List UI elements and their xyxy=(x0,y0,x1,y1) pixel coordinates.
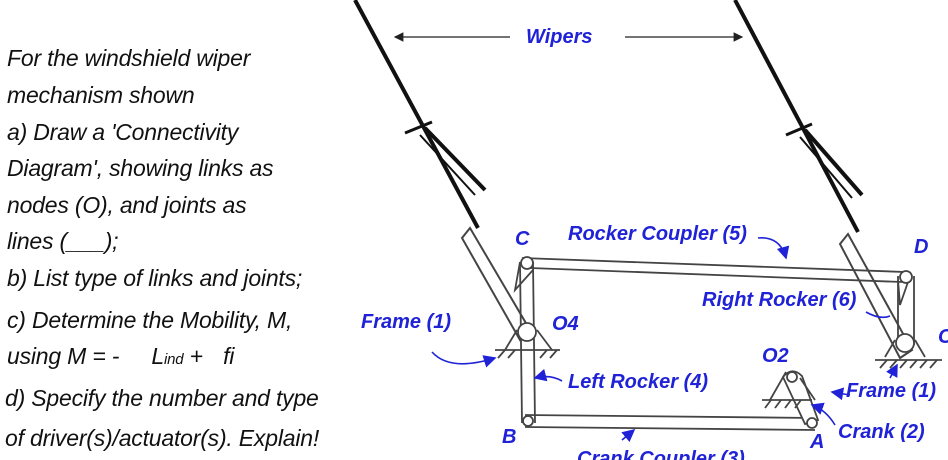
formula-fi: fi xyxy=(223,343,235,369)
label-a: A xyxy=(809,431,824,453)
left-wiper xyxy=(353,0,532,342)
label-left-rocker: Left Rocker (4) xyxy=(568,371,708,393)
question-line: c) Determine the Mobility, M, xyxy=(7,307,293,333)
formula-l-sub: ind xyxy=(164,351,184,368)
label-frame-right: Frame (1) xyxy=(846,380,936,402)
question-line: Diagram', showing links as xyxy=(7,155,274,181)
rocker-coupler-link xyxy=(521,257,906,283)
label-wipers: Wipers xyxy=(526,26,593,48)
right-wiper xyxy=(733,0,914,360)
question-line: a) Draw a 'Connectivity xyxy=(7,119,239,145)
label-o6-partial: O xyxy=(938,326,948,348)
label-o4: O4 xyxy=(552,313,579,335)
label-frame-left: Frame (1) xyxy=(361,311,451,333)
question-line: mechanism shown xyxy=(7,82,195,108)
question-line: nodes (O), and joints as xyxy=(7,192,247,218)
joint-o2 xyxy=(786,371,798,383)
formula-line: using M = - Lind + fi xyxy=(7,343,234,370)
label-crank: Crank (2) xyxy=(838,421,925,443)
right-rocker-link xyxy=(897,276,915,345)
label-c: C xyxy=(515,228,530,250)
label-right-rocker: Right Rocker (6) xyxy=(702,289,857,311)
left-rocker-link xyxy=(513,261,536,424)
label-rocker-coupler: Rocker Coupler (5) xyxy=(568,223,747,245)
joint-c xyxy=(520,256,534,270)
question-line: For the windshield wiper xyxy=(7,45,251,71)
label-crank-coupler: Crank Coupler (3) xyxy=(577,448,745,460)
formula-plus: + xyxy=(189,343,203,369)
formula-l: L xyxy=(151,343,165,369)
ground-left xyxy=(495,329,560,359)
label-d: D xyxy=(914,236,928,258)
question-line: d) Specify the number and type xyxy=(5,385,319,411)
joints xyxy=(517,256,915,429)
label-b: B xyxy=(502,426,516,448)
joint-o6 xyxy=(895,333,915,353)
joint-o4 xyxy=(517,322,537,342)
question-line: b) List type of links and joints; xyxy=(7,265,303,291)
joint-a xyxy=(806,417,818,429)
question-line: lines (___); xyxy=(7,228,119,254)
question-line: of driver(s)/actuator(s). Explain! xyxy=(5,425,320,451)
label-o2: O2 xyxy=(762,345,789,367)
crank-coupler-link xyxy=(524,414,816,431)
formula-prefix: using M = - xyxy=(7,343,120,369)
joint-d xyxy=(899,270,913,284)
joint-b xyxy=(522,415,534,427)
annotation-arrows xyxy=(431,237,898,443)
